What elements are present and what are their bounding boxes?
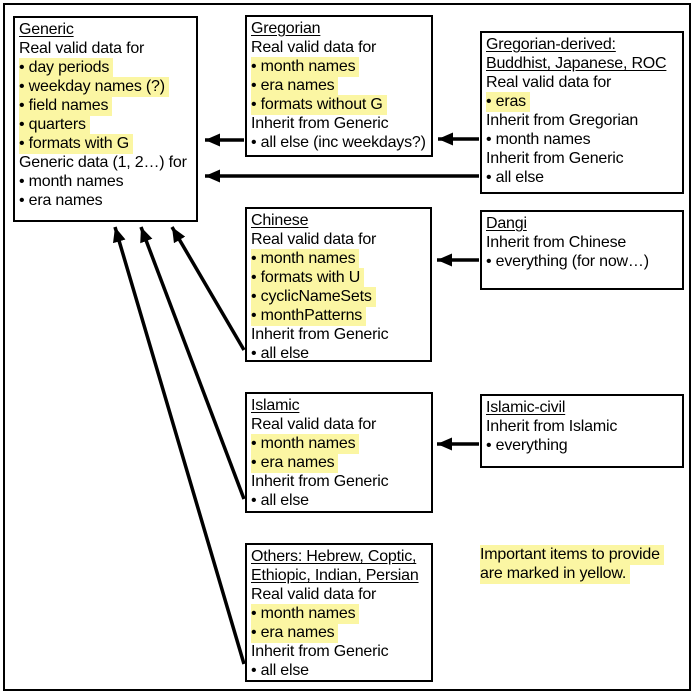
box-line: • formats with G [19, 134, 192, 154]
box-line: • everything (for now…) [486, 253, 649, 270]
box-line: • month names [486, 131, 591, 148]
box-gregorian: Gregorian Real valid data for • month na… [245, 15, 433, 157]
box-islamic-civil: Islamic-civil Inherit from Islamic • eve… [480, 394, 684, 468]
box-line: • month names [251, 434, 427, 454]
box-line: • era names [251, 623, 427, 643]
legend-note: Important items to provide are marked in… [480, 545, 664, 584]
box-line: Real valid data for [251, 39, 377, 56]
box-generic: Generic Real valid data for • day period… [13, 16, 198, 222]
arrow-islamic-to-generic [139, 226, 246, 500]
box-line: • era names [251, 76, 427, 96]
box-islamic-title: Islamic [251, 397, 300, 414]
box-line: • weekday names (?) [19, 77, 192, 97]
box-line: • all else [251, 662, 309, 679]
box-dangi: Dangi Inherit from Chinese • everything … [480, 210, 684, 290]
box-line: • month names [251, 57, 427, 77]
box-line: • formats without G [251, 95, 427, 115]
box-dangi-title: Dangi [486, 215, 527, 232]
box-line: Real valid data for [19, 40, 145, 57]
box-line: Inherit from Chinese [486, 234, 627, 251]
legend-note-line: Important items to provide [480, 545, 664, 565]
box-line: Real valid data for [251, 231, 377, 248]
box-line: • cyclicNameSets [251, 287, 426, 307]
box-line: • era names [19, 192, 103, 209]
box-line: • formats with U [251, 268, 426, 288]
arrow-chinese-to-generic [170, 226, 246, 351]
box-line: Inherit from Generic [251, 115, 389, 132]
box-line: Inherit from Gregorian [486, 112, 639, 129]
box-line: Generic data (1, 2…) for [19, 154, 187, 171]
box-line: Inherit from Generic [251, 326, 389, 343]
box-islamic: Islamic Real valid data for • month name… [245, 392, 433, 513]
box-gregorian-title: Gregorian [251, 20, 321, 37]
box-others-title: Ethiopic, Indian, Persian [251, 567, 419, 584]
box-line: • all else [251, 492, 309, 509]
box-islamic-civil-title: Islamic-civil [486, 399, 566, 416]
box-line: • monthPatterns [251, 306, 426, 326]
box-chinese-title: Chinese [251, 212, 309, 229]
box-line: Real valid data for [251, 416, 377, 433]
box-line: • eras [486, 92, 678, 112]
box-line: • month names [251, 604, 427, 624]
box-line: Real valid data for [486, 74, 612, 91]
box-line: • month names [19, 173, 124, 190]
box-line: Inherit from Generic [251, 643, 389, 660]
box-gregorian-derived-title: Buddhist, Japanese, ROC [486, 55, 667, 72]
box-gregorian-derived-title: Gregorian-derived: [486, 36, 616, 53]
legend-note-line: are marked in yellow. [480, 564, 664, 584]
box-line: • everything [486, 437, 568, 454]
box-line: Inherit from Generic [251, 473, 389, 490]
box-line: • era names [251, 453, 427, 473]
box-line: • quarters [19, 115, 192, 135]
box-line: Inherit from Islamic [486, 418, 618, 435]
box-line: • day periods [19, 58, 192, 78]
box-line: Real valid data for [251, 586, 377, 603]
box-line: • month names [251, 249, 426, 269]
box-line: • all else [486, 169, 544, 186]
box-generic-title: Generic [19, 21, 74, 38]
arrow-others-to-generic [113, 226, 246, 665]
box-gregorian-derived: Gregorian-derived: Buddhist, Japanese, R… [480, 31, 684, 194]
box-chinese: Chinese Real valid data for • month name… [245, 207, 432, 362]
box-line: • all else (inc weekdays?) [251, 134, 426, 151]
box-line: Inherit from Generic [486, 150, 624, 167]
box-line: • field names [19, 96, 192, 116]
box-line: • all else [251, 345, 309, 362]
box-others-title: Others: Hebrew, Coptic, [251, 548, 417, 565]
box-others: Others: Hebrew, Coptic, Ethiopic, Indian… [245, 543, 433, 682]
